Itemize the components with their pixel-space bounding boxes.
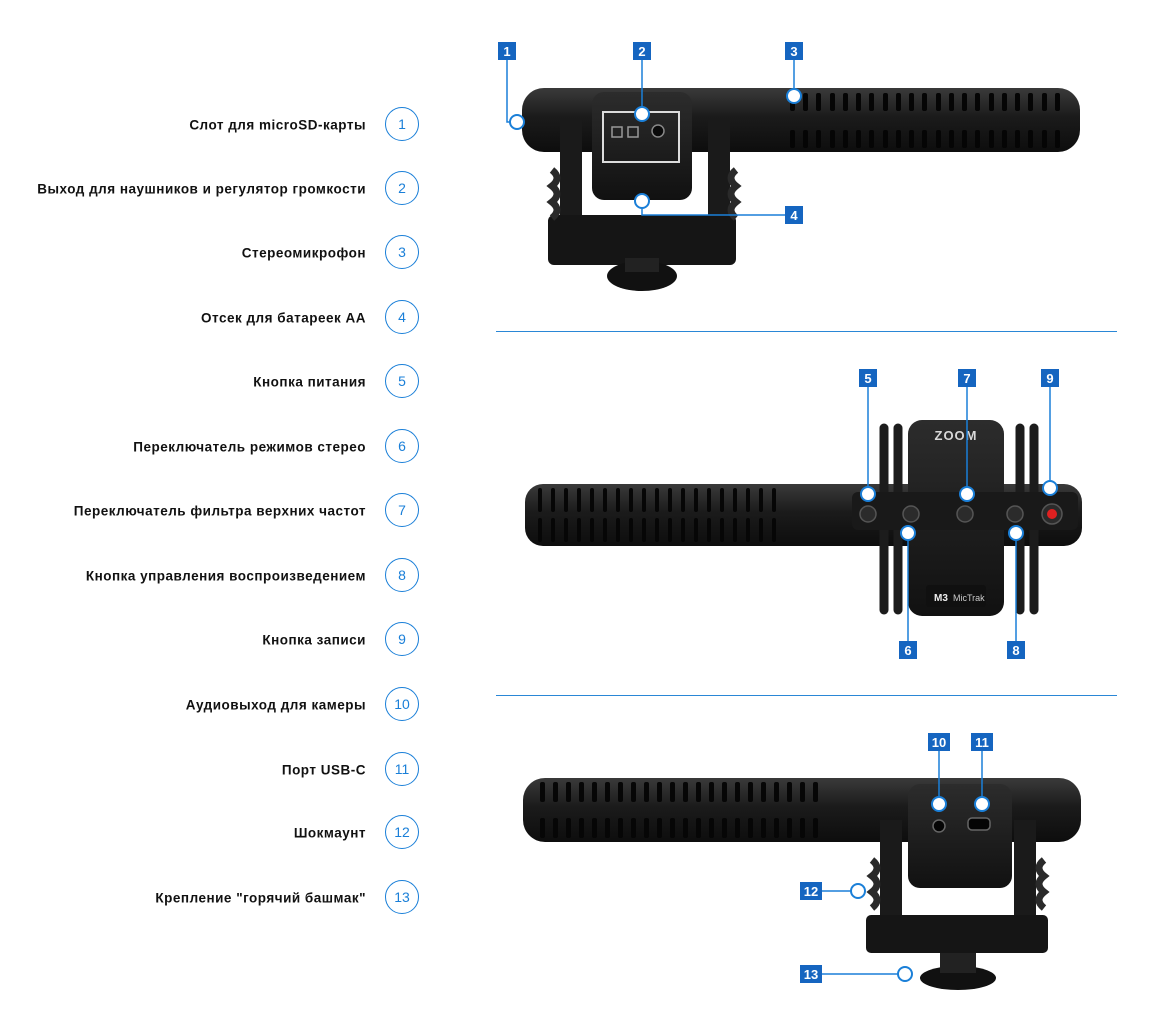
callout-number: 9 [1046, 371, 1053, 386]
legend-label: Стереомикрофон [241, 245, 366, 261]
legend-number: 1 [385, 107, 419, 141]
legend-number: 4 [385, 300, 419, 334]
legend-label: Порт USB-C [281, 762, 366, 778]
legend-label: Крепление "горячий башмак" [155, 890, 366, 906]
callout-10: 10 [928, 733, 950, 812]
callout-1: 1 [498, 42, 525, 130]
legend-row-2: Выход для наушников и регулятор громкост… [0, 169, 430, 209]
callout-5: 5 [859, 369, 877, 502]
legend-number: 13 [385, 880, 419, 914]
legend-number: 11 [385, 752, 419, 786]
callout-number: 2 [638, 44, 645, 59]
legend-number: 8 [385, 558, 419, 592]
legend-number: 6 [385, 429, 419, 463]
legend-row-5: Кнопка питания 5 [0, 362, 430, 402]
section-divider [496, 695, 1117, 696]
callout-4: 4 [634, 193, 803, 224]
brand-logo: ZOOM [935, 428, 978, 443]
product-name: MicTrak [953, 593, 985, 603]
mic-view-front: ZOOM M3 MicTrak [525, 420, 1082, 616]
legend-number: 5 [385, 364, 419, 398]
callout-11: 11 [971, 733, 993, 812]
legend-label: Слот для microSD-карты [189, 117, 366, 133]
legend-label: Кнопка управления воспроизведением [85, 568, 366, 584]
legend-number: 12 [385, 815, 419, 849]
callout-7: 7 [958, 369, 976, 502]
callout-6: 6 [899, 525, 917, 659]
legend-row-6: Переключатель режимов стерео 6 [0, 427, 430, 467]
legend-row-4: Отсек для батареек АА 4 [0, 298, 430, 338]
callout-number: 11 [975, 735, 989, 750]
legend-number: 7 [385, 493, 419, 527]
legend-label: Аудиовыход для камеры [185, 697, 366, 713]
legend-number: 10 [385, 687, 419, 721]
callout-9: 9 [1041, 369, 1059, 496]
callout-number: 7 [963, 371, 970, 386]
legend-label: Шокмаунт [293, 825, 366, 841]
callout-12: 12 [800, 882, 866, 900]
legend-row-9: Кнопка записи 9 [0, 620, 430, 660]
legend-row-8: Кнопка управления воспроизведением 8 [0, 556, 430, 596]
legend-label: Выход для наушников и регулятор громкост… [37, 181, 366, 197]
section-divider [496, 331, 1117, 332]
legend-label: Кнопка записи [262, 632, 366, 648]
callout-number: 1 [503, 44, 510, 59]
legend-row-10: Аудиовыход для камеры 10 [0, 685, 430, 725]
legend-row-12: Шокмаунт 12 [0, 813, 430, 853]
callout-number: 6 [904, 643, 911, 658]
callout-2: 2 [633, 42, 651, 122]
mic-view-back [523, 778, 1081, 990]
callout-13: 13 [800, 965, 913, 983]
callout-number: 5 [864, 371, 871, 386]
callout-number: 12 [804, 884, 818, 899]
callout-8: 8 [1007, 525, 1025, 659]
legend-number: 2 [385, 171, 419, 205]
callout-number: 8 [1012, 643, 1019, 658]
legend-number: 9 [385, 622, 419, 656]
legend-label: Кнопка питания [253, 374, 366, 390]
legend-label: Переключатель фильтра верхних частот [73, 503, 366, 519]
legend-number: 3 [385, 235, 419, 269]
legend-label: Отсек для батареек АА [201, 310, 366, 326]
legend-row-1: Слот для microSD-карты 1 [0, 105, 430, 145]
callout-number: 10 [932, 735, 946, 750]
callout-number: 3 [790, 44, 797, 59]
callout-3: 3 [785, 42, 803, 104]
legend-row-13: Крепление "горячий башмак" 13 [0, 878, 430, 918]
legend-row-11: Порт USB-C 11 [0, 750, 430, 790]
model-label: M3 [934, 593, 948, 604]
legend-row-3: Стереомикрофон 3 [0, 233, 430, 273]
legend-row-7: Переключатель фильтра верхних частот 7 [0, 491, 430, 531]
callout-number: 4 [790, 208, 798, 223]
mic-view-top [522, 88, 1080, 291]
callout-number: 13 [804, 967, 818, 982]
legend-label: Переключатель режимов стерео [133, 439, 366, 455]
